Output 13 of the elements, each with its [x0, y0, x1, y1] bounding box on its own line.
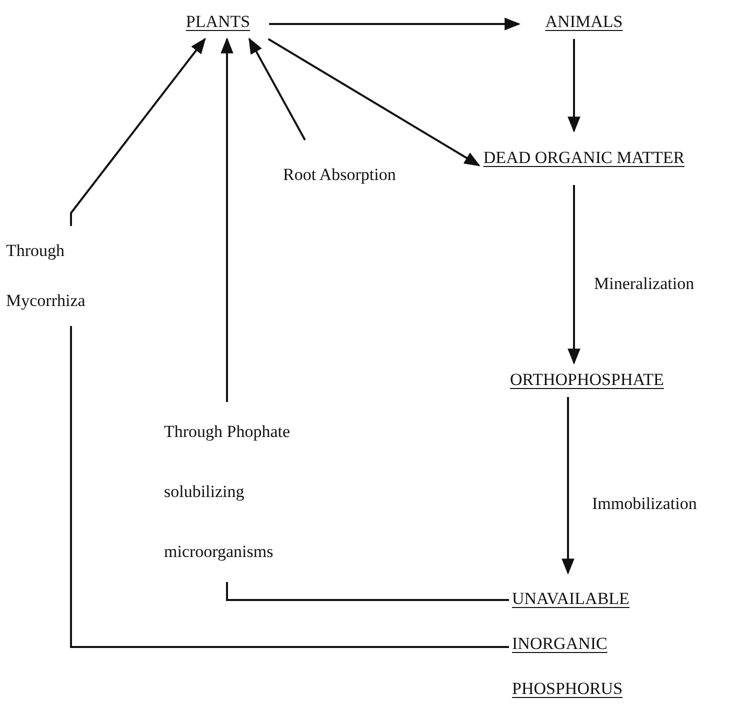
arrow [70, 38, 509, 648]
arrow [568, 39, 580, 133]
stage-label: ORTHOPHOSPHATE [510, 366, 716, 394]
arrow [248, 38, 306, 140]
arrow [268, 38, 480, 166]
stage-label: PLANTS [170, 8, 266, 36]
arrow [269, 18, 521, 30]
stage-label: ANIMALS [522, 8, 646, 36]
edge-label: Root Absorption [283, 164, 397, 186]
arrow [562, 397, 574, 575]
stage-label: UNAVAILABLE INORGANIC PHOSPHORUS [512, 576, 672, 711]
stage-label: DEAD ORGANIC MATTER [482, 134, 686, 182]
arrow [568, 185, 580, 365]
